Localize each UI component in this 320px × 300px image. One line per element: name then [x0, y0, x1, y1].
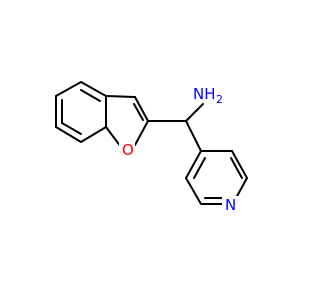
bond: [231, 150, 248, 179]
bond: [185, 150, 202, 179]
bond: [185, 103, 204, 122]
pyridine-n-label-bg: [222, 196, 238, 212]
atom-labels: NH 2 O N: [119, 85, 238, 214]
bonds: [55, 81, 248, 205]
bond: [235, 177, 248, 199]
furan-oxygen-label: O: [122, 141, 134, 159]
double-bond-inner: [133, 103, 144, 121]
amine-nitrogen-label: NH: [193, 85, 216, 103]
bond: [105, 126, 122, 148]
bond: [134, 120, 149, 146]
molecule-structure: NH 2 O N: [55, 81, 248, 214]
pyridine-nitrogen-label: N: [225, 196, 236, 214]
bond: [134, 96, 149, 122]
oxygen-label-bg: [119, 141, 135, 157]
double-bond-inner: [230, 157, 243, 179]
bond: [185, 120, 202, 152]
bond: [80, 81, 107, 97]
bond: [185, 177, 202, 205]
double-bond-inner: [193, 157, 206, 179]
bond: [80, 126, 107, 143]
double-bond-inner: [80, 89, 101, 102]
bond: [55, 126, 82, 143]
double-bond-inner: [61, 122, 82, 135]
amine-n-symbol: N: [193, 85, 204, 103]
bond: [105, 95, 136, 98]
amine-h-symbol: H: [204, 85, 215, 103]
amine-subscript: 2: [216, 93, 223, 106]
bond: [55, 81, 82, 97]
